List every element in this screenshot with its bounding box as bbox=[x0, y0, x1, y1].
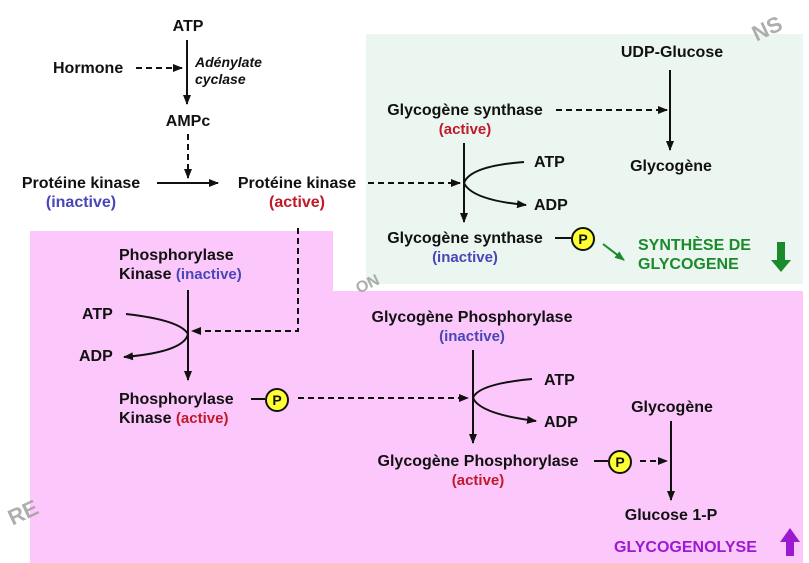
atp-label: ATP bbox=[534, 154, 565, 171]
phosphate-badge: P bbox=[571, 227, 595, 251]
glycogen-synthase-inactive: Glycogène synthase (inactive) bbox=[387, 230, 543, 266]
arrow-down-icon bbox=[771, 242, 791, 272]
phosphate-badge: P bbox=[608, 450, 632, 474]
atp-label: ATP bbox=[82, 306, 113, 323]
curve-phk-atp bbox=[125, 313, 189, 335]
curve-gp-atp bbox=[472, 378, 533, 399]
curve-phk-adp bbox=[123, 333, 189, 361]
protein-kinase-active: Protéine kinase (active) bbox=[237, 175, 357, 211]
curve-adp-out bbox=[463, 182, 527, 209]
adenylate-cyclase-label: Adénylate cyclase bbox=[195, 54, 262, 87]
phosphorylase-kinase-active: Phosphorylase Kinase (active) bbox=[119, 391, 234, 427]
curve-gp-adp bbox=[472, 397, 537, 424]
synthesis-result-label: SYNTHÈSE DE GLYCOGENE bbox=[638, 237, 751, 273]
glycogen-substrate-label: Glycogène bbox=[631, 399, 713, 416]
glycogen-product-label: Glycogène bbox=[630, 158, 712, 175]
phosphorylase-kinase-inactive: Phosphorylase Kinase (inactive) bbox=[119, 247, 242, 283]
atp-label: ATP bbox=[172, 18, 204, 35]
glycogen-phosphorylase-active: Glycogène Phosphorylase (active) bbox=[377, 453, 579, 489]
udp-glucose-label: UDP-Glucose bbox=[620, 44, 724, 61]
glucose-1p-label: Glucose 1-P bbox=[624, 507, 718, 524]
curve-atp-in bbox=[463, 161, 525, 184]
adp-label: ADP bbox=[79, 348, 113, 365]
adp-label: ADP bbox=[534, 197, 568, 214]
glycogenolysis-result-label: GLYCOGENOLYSE bbox=[614, 539, 757, 556]
glycogen-synthase-active: Glycogène synthase (active) bbox=[387, 102, 543, 138]
hormone-label: Hormone bbox=[53, 60, 124, 77]
atp-label: ATP bbox=[544, 372, 575, 389]
protein-kinase-inactive: Protéine kinase (inactive) bbox=[21, 175, 141, 211]
adp-label: ADP bbox=[544, 414, 578, 431]
glycogenolysis-zone-extension bbox=[333, 291, 803, 563]
glycogen-phosphorylase-inactive: Glycogène Phosphorylase (inactive) bbox=[371, 309, 573, 345]
phosphate-badge: P bbox=[265, 388, 289, 412]
ampc-label: AMPc bbox=[165, 113, 211, 130]
arrow-up-icon bbox=[780, 528, 800, 556]
arrow-pk-to-phk bbox=[191, 228, 299, 335]
arrow-to-synthesis-result bbox=[602, 243, 625, 261]
